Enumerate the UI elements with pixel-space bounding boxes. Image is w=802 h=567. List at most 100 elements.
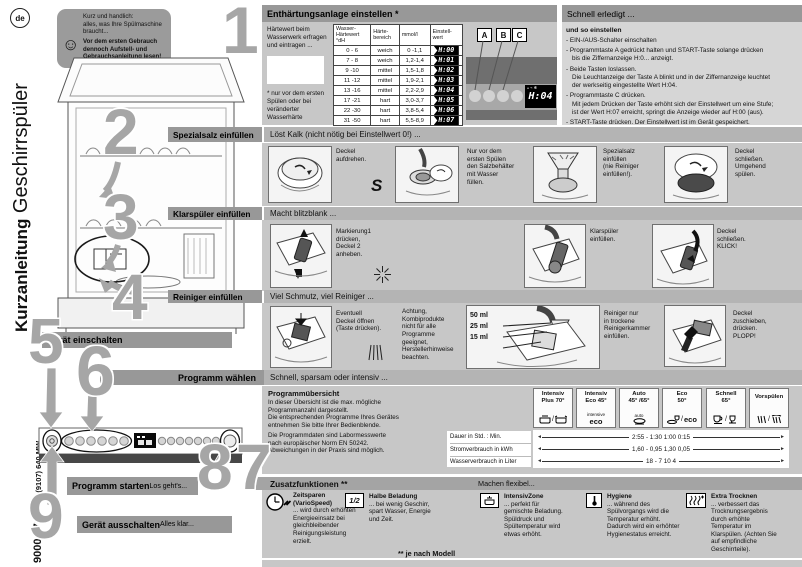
fill-water-illustration	[395, 146, 459, 203]
hygiene-thermometer-icon	[586, 493, 602, 508]
dose-label: 50 ml	[470, 312, 488, 319]
metric-values-box: ◄2:55 - 1:30 1:00 0:15► ◄1,60 - 0,95 1,3…	[533, 430, 789, 468]
program-buttons	[64, 436, 129, 446]
step-number-6: 6	[76, 332, 115, 410]
metric-value: 18 - 7 10 4	[645, 457, 677, 465]
section2-header: Spezialsalz einfüllen	[168, 127, 262, 142]
extra-name: Zeitsparen (VarioSpeed)	[293, 492, 333, 507]
extra-name: Halbe Beladung	[369, 493, 418, 500]
metric-label: Wasserverbrauch in Liter	[450, 459, 517, 465]
extra-item: Zeitsparen (VarioSpeed) ... wird durch e…	[293, 492, 365, 545]
salt-cap-close-illustration	[664, 146, 728, 203]
intro-text: Kurz und handlich: alles, was Ihre Spülm…	[83, 13, 162, 36]
hardness-note: Härtewert beim Wasserwerk erfragen und e…	[267, 26, 327, 49]
extras-header: Zusatzfunktionen **	[252, 477, 802, 490]
program-schnell: Schnell 65° /	[706, 388, 746, 428]
extra-text: ... perfekt für gemischte Beladung. Spül…	[504, 500, 563, 538]
salt-cap-open-illustration	[268, 146, 332, 203]
extra-name: Hygiene	[607, 493, 632, 500]
language-badge-label: de	[15, 13, 25, 23]
mini-display	[134, 433, 156, 448]
section4-title: Reiniger einfüllen	[173, 291, 243, 302]
sparkle-icon	[374, 266, 391, 283]
col-header: mmol/l	[398, 24, 431, 46]
section8-title: Programm starten	[72, 481, 150, 491]
metric-label: Stromverbrauch in kWh	[450, 444, 531, 457]
intensiv-zone-icon	[480, 493, 499, 508]
extra-text: ... wird durch erhöhten Energieeinsatz b…	[293, 507, 356, 545]
fascia-button	[469, 90, 481, 102]
section3-subtitle: Macht blitzblank ...	[270, 209, 337, 218]
vertical-title: Kurzanleitung Geschirrspüler	[10, 83, 33, 332]
detergent-open-illustration	[270, 306, 332, 368]
step-caption: Eventuell Deckel öffnen (Taste drücken).	[336, 310, 382, 333]
detergent-close-illustration	[664, 305, 726, 367]
step-caption: Deckel schließen. Umgehend spülen.	[735, 148, 766, 179]
metric-value: 1,60 - 0,95 1,30 0,05	[631, 445, 691, 453]
half-load-icon: 1/2	[345, 493, 364, 508]
setup-steps: - EIN-/AUS-Schalter einschalten - Progra…	[566, 37, 798, 127]
step-caption: Deckel zuschieben, drücken. PLOPP!	[733, 310, 767, 341]
extra-item: IntensivZone ... perfekt für gemischte B…	[504, 493, 582, 538]
extra-item: Hygiene ... während des Spülvorgangs wir…	[607, 493, 695, 538]
language-badge: de	[10, 8, 30, 28]
metric-row: ◄1,60 - 0,95 1,30 0,05►	[537, 445, 785, 453]
section9-header: Gerät ausschalten Alles klar...	[77, 516, 232, 533]
setting-value: H:05	[433, 96, 459, 105]
fascia-button	[511, 90, 523, 102]
display-status-icons: ▵ ⌁ ✻	[527, 85, 537, 90]
setting-value: H:03	[433, 76, 459, 85]
col-header: Wasser- Härtewert °dH	[332, 24, 372, 46]
section5-title: Gerät einschalten	[47, 335, 123, 345]
section3-subtitle-bar: Macht blitzblank ...	[264, 207, 802, 220]
section9-subtitle: Alles klar...	[160, 521, 194, 528]
step-caption: Deckel aufdrehen.	[336, 148, 367, 163]
setup-step: - Beide Tasten loslassen. Die Leuchtanze…	[566, 65, 770, 90]
extra-text: ... während des Spülvorgangs wird die Te…	[607, 500, 680, 538]
setup-step: - Programmtaste A gedrückt halten und ST…	[566, 47, 764, 63]
program-eco: Eco 50° /eco	[662, 388, 702, 428]
plate-cup-icon	[667, 415, 680, 424]
pot-icons: /	[534, 413, 572, 426]
section5-header: Gerät einschalten	[42, 332, 232, 348]
rinse-aid-open-illustration	[270, 224, 332, 288]
bottom-strip	[262, 560, 802, 567]
hardness-footnote: * nur vor dem ersten Spülen oder bei ver…	[267, 90, 325, 121]
icon-text-intensive: intensive	[586, 412, 606, 418]
plate-icon	[633, 418, 645, 425]
overview-paragraph: In dieser Übersicht ist die max. möglich…	[268, 399, 399, 430]
extra-text: ... bei wenig Geschirr, spart Wasser, En…	[369, 500, 431, 523]
digit-display: ▵ ⌁ ✻ H:04	[525, 85, 556, 108]
combi-warning: Achtung, Kombiprodukte nicht für alle Pr…	[402, 308, 454, 362]
dose-label: 15 ml	[470, 334, 488, 341]
dose-label: 25 ml	[470, 323, 488, 330]
program-vorspuelen: Vorspülen /	[749, 388, 789, 428]
water-hardness-table: Wasser- Härtewert °dH Härte- bereich mmo…	[332, 24, 464, 126]
step-caption: Markierung1 drücken, Deckel 2 anheben.	[336, 228, 371, 259]
how-title: und so einstellen	[566, 27, 622, 34]
section6-subtitle-bar: Schnell, sparsam oder intensiv ...	[264, 370, 802, 385]
setup-step: - EIN-/AUS-Schalter einschalten	[566, 37, 657, 44]
program-auto: Auto 45° /65° auto	[619, 388, 659, 428]
detergent-dose-illustration	[466, 305, 600, 369]
setting-value: H:00	[433, 46, 459, 55]
hardness-entry-box	[267, 56, 324, 84]
step-caption: Klarspüler einfüllen.	[590, 228, 619, 243]
col-header: Härte- bereich	[370, 24, 400, 46]
section3-header: Klarspüler einfüllen	[168, 207, 262, 220]
step-number-5: 5	[28, 305, 64, 377]
clock-speed-icon	[266, 492, 292, 512]
step-caption: Reiniger nur in trockene Reinigerkammer …	[604, 310, 651, 341]
setting-value: H:07	[433, 116, 459, 125]
section3-title: Klarspüler einfüllen	[173, 208, 251, 219]
overview-paragraph: Die Programmdaten sind Labormesswerte na…	[268, 432, 386, 455]
setting-value: H:04	[433, 86, 459, 95]
metric-row: ◄2:55 - 1:30 1:00 0:15►	[537, 433, 785, 441]
